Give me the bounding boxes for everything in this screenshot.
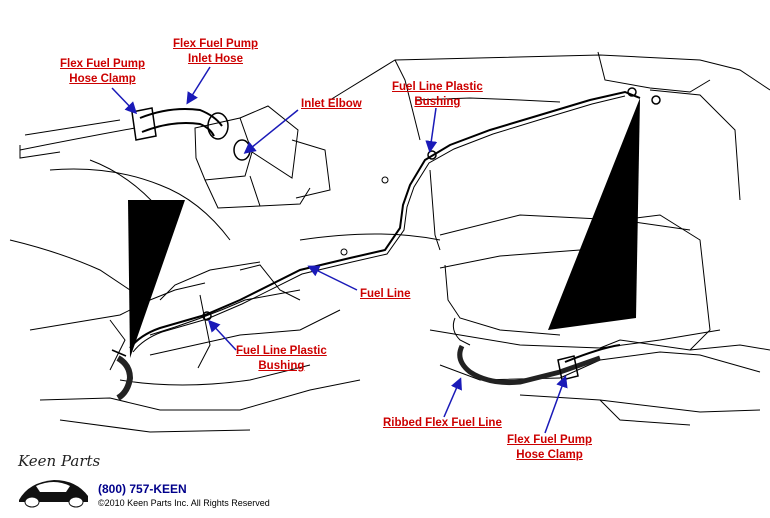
label-bushing-bottom: Fuel Line Plastic Bushing	[236, 344, 327, 374]
label-hose-clamp-bottom-line2: Hose Clamp	[516, 449, 583, 461]
label-hose-clamp-top: Flex Fuel Pump Hose Clamp	[60, 57, 145, 87]
detail-pointer-right	[548, 98, 640, 330]
keen-parts-logo: Keen Parts	[18, 452, 101, 470]
label-bushing-top-line1: Fuel Line Plastic	[392, 81, 483, 93]
phone-number: (800) 757-KEEN	[98, 482, 187, 496]
label-bushing-top-line2: Bushing	[414, 96, 461, 108]
car-logo-icon	[19, 480, 88, 508]
label-inlet-elbow-text: Inlet Elbow	[301, 98, 362, 110]
line-art	[9, 51, 770, 433]
label-fuel-line-text: Fuel Line	[360, 288, 411, 300]
label-inlet-elbow: Inlet Elbow	[301, 97, 362, 112]
label-bushing-bottom-line2: Bushing	[258, 360, 305, 372]
leader-arrows	[111, 66, 568, 434]
label-bushing-bottom-line1: Fuel Line Plastic	[236, 345, 327, 357]
copyright-text: ©2010 Keen Parts Inc. All Rights Reserve…	[98, 498, 270, 508]
label-ribbed-flex-fuel-line: Ribbed Flex Fuel Line	[383, 416, 502, 431]
label-bushing-top: Fuel Line Plastic Bushing	[392, 80, 483, 110]
label-hose-clamp-top-line1: Flex Fuel Pump	[60, 58, 145, 70]
label-inlet-hose: Flex Fuel Pump Inlet Hose	[173, 37, 258, 67]
label-ribbed-flex-text: Ribbed Flex Fuel Line	[383, 417, 502, 429]
detail-pointer-left	[128, 200, 185, 358]
label-fuel-line: Fuel Line	[360, 287, 410, 302]
label-inlet-hose-line1: Flex Fuel Pump	[173, 38, 258, 50]
label-inlet-hose-line2: Inlet Hose	[188, 53, 243, 65]
label-hose-clamp-bottom-line1: Flex Fuel Pump	[507, 434, 592, 446]
label-hose-clamp-top-line2: Hose Clamp	[69, 73, 136, 85]
label-hose-clamp-bottom: Flex Fuel Pump Hose Clamp	[507, 433, 592, 463]
